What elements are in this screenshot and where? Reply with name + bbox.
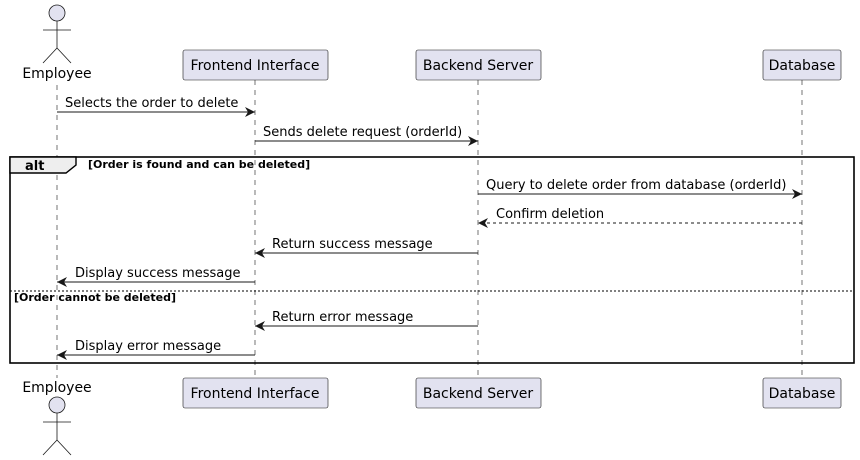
participant-label-employee: Employee	[22, 66, 91, 82]
alt-frame: alt [Order is found and can be deleted] …	[9, 156, 855, 364]
message-3: Query to delete order from database (ord…	[478, 178, 802, 199]
message-label: Display error message	[75, 339, 221, 354]
alt-frame-guard-main: [Order is found and can be deleted]	[88, 158, 310, 171]
participant-database-top: Database	[762, 49, 842, 81]
actor-head-icon	[48, 396, 66, 414]
alt-frame-border	[9, 156, 855, 364]
message-5: Return success message	[255, 237, 478, 258]
actor-employee-bottom: Employee	[22, 380, 92, 456]
message-label: Display success message	[75, 266, 240, 281]
message-label: Sends delete request (orderId)	[263, 125, 462, 140]
participant-box	[182, 49, 329, 81]
message-4: Confirm deletion	[478, 207, 802, 228]
message-8: Display error message	[57, 339, 255, 360]
participant-label-database: Database	[769, 386, 836, 402]
message-label: Confirm deletion	[496, 207, 604, 222]
message-label: Selects the order to delete	[65, 96, 238, 111]
participant-box	[182, 377, 329, 409]
participant-database-bottom: Database	[762, 377, 842, 409]
alt-frame-tab	[9, 156, 77, 174]
actor-leg-left-icon	[42, 439, 58, 456]
participant-frontend-bottom: Frontend Interface	[182, 377, 329, 409]
alt-frame-keyword: alt	[25, 159, 44, 174]
actor-leg-right-icon	[56, 47, 72, 64]
message-label: Return error message	[272, 310, 413, 325]
participant-label-backend: Backend Server	[423, 58, 533, 74]
actor-leg-right-icon	[56, 439, 72, 456]
participant-frontend-top: Frontend Interface	[182, 49, 329, 81]
participant-label-employee: Employee	[22, 380, 91, 396]
participant-backend-top: Backend Server	[415, 49, 542, 81]
participant-label-frontend: Frontend Interface	[191, 386, 320, 402]
message-6: Display success message	[57, 266, 255, 287]
participant-label-database: Database	[769, 58, 836, 74]
message-1: Selects the order to delete	[57, 96, 255, 117]
actor-head-icon	[48, 4, 66, 22]
actor-leg-left-icon	[42, 47, 58, 64]
participant-box	[762, 49, 842, 81]
participant-backend-bottom: Backend Server	[415, 377, 542, 409]
alt-frame-guard-else: [Order cannot be deleted]	[14, 291, 176, 304]
message-label: Query to delete order from database (ord…	[486, 178, 786, 193]
message-2: Sends delete request (orderId)	[255, 125, 478, 146]
message-7: Return error message	[255, 310, 478, 331]
participant-box	[415, 49, 542, 81]
message-label: Return success message	[272, 237, 433, 252]
participant-box	[415, 377, 542, 409]
participant-label-backend: Backend Server	[423, 386, 533, 402]
participant-box	[762, 377, 842, 409]
participant-label-frontend: Frontend Interface	[191, 58, 320, 74]
actor-employee-top: Employee	[22, 4, 92, 82]
